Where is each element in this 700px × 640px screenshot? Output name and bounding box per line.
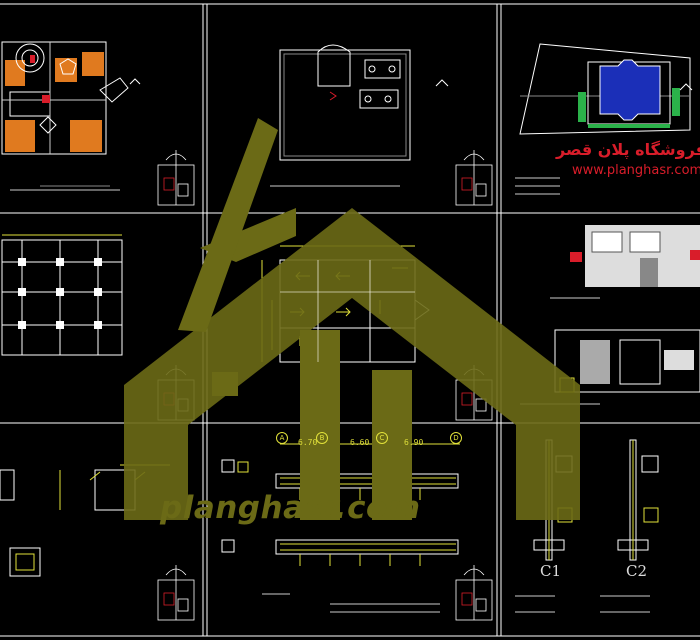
beam-dimension-2: 6.60	[350, 438, 370, 447]
column-label-c2: C2	[626, 562, 648, 580]
grid-bubble-d: D	[450, 432, 462, 444]
panel-elevations	[520, 225, 700, 405]
grid-bubble-a: A	[276, 432, 288, 444]
beam-dimension-1: 6.70	[298, 438, 318, 447]
panel-foundation-plan	[1, 234, 123, 356]
sheet-frame	[0, 3, 700, 637]
panel-site-plan	[515, 43, 693, 195]
panel-parking-plan	[270, 44, 449, 187]
site-url: www.planghasr.com	[572, 163, 700, 178]
watermark-house-logo	[124, 118, 580, 520]
grid-bubble-c: C	[376, 432, 388, 444]
column-label-c1: C1	[540, 562, 562, 580]
beam-dimension-3: 6.90	[404, 438, 424, 447]
grid-bubble-b: B	[316, 432, 328, 444]
site-title-persian: فروشگاه پلان قصر	[555, 140, 700, 159]
title-block-ornament	[157, 150, 195, 206]
overlay-linework	[280, 260, 415, 362]
panel-beam-sections	[221, 443, 460, 613]
panel-floor-plan	[1, 41, 141, 191]
watermark-url: planghasr.com	[160, 490, 421, 526]
